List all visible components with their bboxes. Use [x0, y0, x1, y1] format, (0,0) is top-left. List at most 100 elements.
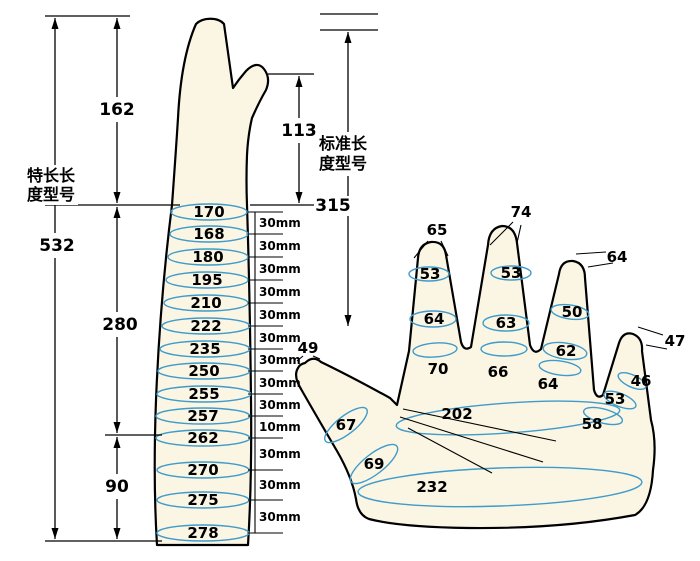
- dim-lower-label: 90: [105, 477, 129, 497]
- little-upper-label: 46: [631, 372, 652, 390]
- forearm-figure: [153, 17, 270, 547]
- label-backing: [98, 97, 136, 122]
- thumb-upper-ellipse: [324, 406, 368, 444]
- label-backing: [314, 196, 352, 216]
- middle-tip-leader: [489, 221, 514, 246]
- standard-model-label-line2: 度型号: [319, 154, 367, 173]
- arm-circumference-label: 257: [187, 407, 218, 425]
- palm-lower-label: 232: [416, 478, 447, 496]
- middle-tip-label: 74: [511, 203, 532, 221]
- arm-circumference-label: 195: [191, 271, 222, 289]
- spacing-label: 30mm: [259, 398, 301, 412]
- arrowhead: [113, 437, 121, 448]
- index-lower-ellipse: [409, 310, 457, 328]
- little-tip-leader: [637, 326, 664, 336]
- middle-upper-ellipse: [490, 265, 532, 281]
- dim-total-label: 532: [39, 236, 75, 256]
- arm-circumference-label: 168: [193, 225, 224, 243]
- arm-circumference-label: 180: [192, 248, 223, 266]
- ring-tip-label: 64: [607, 248, 628, 266]
- arm-circumference-label: 222: [190, 317, 221, 335]
- extra-long-model-label-line2: 度型号: [27, 185, 75, 204]
- index-tip-leader: [440, 240, 449, 257]
- hand-figure: [294, 224, 656, 530]
- arrowhead: [344, 32, 352, 43]
- arrowhead: [295, 76, 303, 87]
- arm-circumference-label: 255: [188, 385, 219, 403]
- spacing-label: 30mm: [259, 308, 301, 322]
- standard-model-label-line1: 标准长: [318, 134, 368, 153]
- index-tip-leader: [413, 240, 429, 259]
- label-backing: [103, 474, 131, 499]
- dim-middle-label: 280: [102, 315, 138, 335]
- label-backing: [38, 233, 76, 258]
- middle-lower-label: 63: [496, 314, 517, 332]
- little-upper-ellipse: [617, 371, 647, 391]
- dim-upper-label: 162: [99, 100, 135, 120]
- palm-crease-line: [399, 416, 544, 463]
- arrowhead: [113, 422, 121, 433]
- spacing-label: 30mm: [259, 353, 301, 367]
- spacing-label: 30mm: [259, 262, 301, 276]
- palm-upper-ellipse: [395, 400, 621, 436]
- thumb-upper-label: 67: [336, 416, 357, 434]
- palm-crease-line: [402, 408, 557, 442]
- little-tip-leader: [645, 344, 668, 350]
- middle-knuckle-ellipse: [480, 341, 528, 357]
- spacing-label: 30mm: [259, 331, 301, 345]
- middle-tip-leader: [516, 224, 522, 244]
- little-knuckle-label: 58: [582, 415, 603, 433]
- ring-upper-ellipse: [550, 303, 590, 321]
- arm-circumference-label: 250: [188, 362, 219, 380]
- arrowhead: [344, 315, 352, 326]
- arm-circumference-label: 275: [187, 491, 218, 509]
- palm-upper-label: 202: [441, 405, 472, 423]
- spacing-label: 30mm: [259, 239, 301, 253]
- arrowhead: [113, 528, 121, 539]
- index-knuckle-ellipse: [412, 342, 458, 358]
- ring-knuckle-label: 64: [538, 375, 559, 393]
- middle-knuckle-label: 66: [488, 363, 509, 381]
- arm-circumference-label: 210: [190, 294, 221, 312]
- dim-standard-total-label: 315: [315, 196, 351, 216]
- arm-circumference-label: 235: [189, 340, 220, 358]
- index-knuckle-label: 70: [428, 360, 449, 378]
- label-backing: [99, 312, 141, 337]
- arrowhead: [113, 192, 121, 203]
- thumb-tip-label: 49: [298, 339, 319, 357]
- little-knuckle-ellipse: [582, 406, 624, 426]
- label-backing: [311, 132, 375, 176]
- little-tip-label: 47: [665, 332, 686, 350]
- label-backing: [24, 165, 78, 205]
- palm-lower-ellipse: [357, 466, 643, 508]
- spacing-label: 30mm: [259, 376, 301, 390]
- ring-knuckle-ellipse: [538, 359, 582, 377]
- arrowhead: [51, 18, 59, 29]
- ring-tip-leader: [587, 262, 614, 268]
- spacing-label: 30mm: [259, 478, 301, 492]
- arrowhead: [295, 192, 303, 203]
- ring-tip-leader: [575, 251, 607, 255]
- arrowhead: [51, 528, 59, 539]
- index-upper-ellipse: [408, 266, 450, 282]
- spacing-label: 30mm: [259, 285, 301, 299]
- spacing-label: 30mm: [259, 447, 301, 461]
- arm-circumference-label: 262: [187, 429, 218, 447]
- arrowhead: [113, 207, 121, 218]
- arm-ellipse-170: [170, 203, 248, 221]
- ring-lower-label: 62: [556, 342, 577, 360]
- index-upper-label: 53: [420, 265, 441, 283]
- spacing-label: 30mm: [259, 510, 301, 524]
- thumb-lower-ellipse: [349, 443, 399, 485]
- arm-circumference-label: 270: [187, 461, 218, 479]
- ring-lower-ellipse: [542, 341, 588, 361]
- thumb-tip-leader: [312, 355, 321, 360]
- spacing-label: 10mm: [259, 420, 301, 434]
- middle-lower-ellipse: [482, 314, 530, 332]
- arm-circumference-label: 170: [193, 203, 224, 221]
- little-lower-ellipse: [603, 390, 637, 410]
- arm-circumference-label: 278: [187, 524, 218, 542]
- dim-thumb-wrist-label: 113: [281, 121, 317, 141]
- extra-long-model-label-line1: 特长长: [27, 166, 76, 185]
- ring-upper-label: 50: [562, 303, 583, 321]
